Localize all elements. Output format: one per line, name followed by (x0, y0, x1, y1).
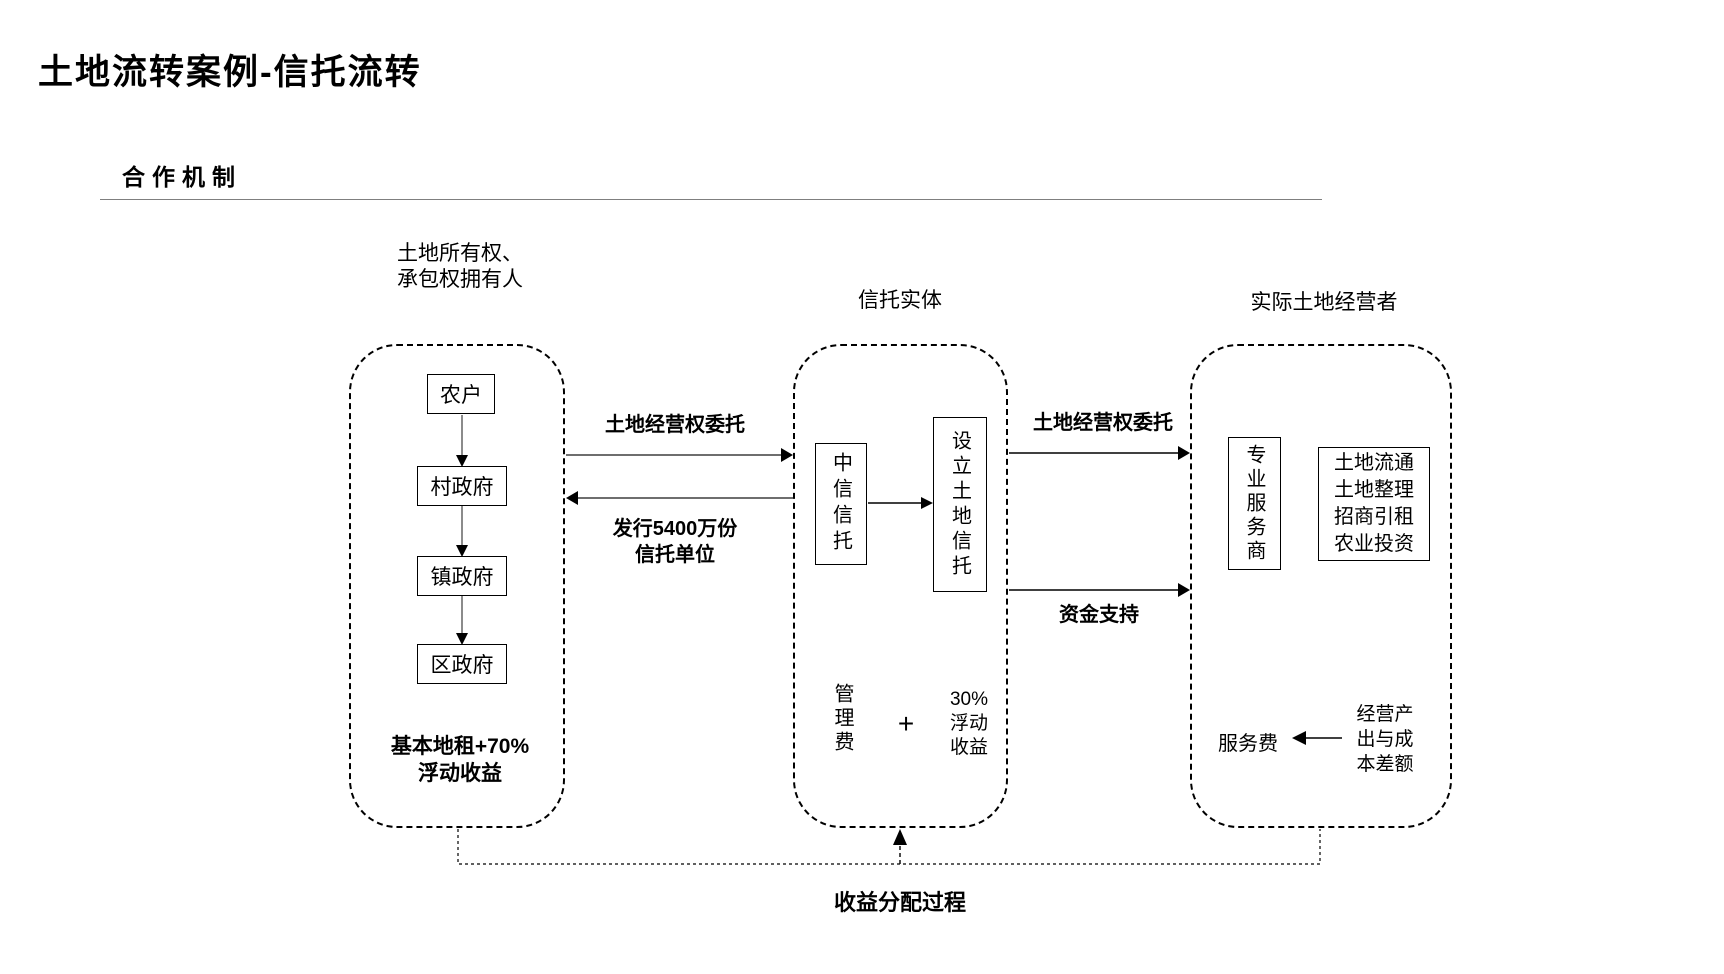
node-setup-land-trust-label: 设立土地信托 (948, 429, 971, 580)
service-item-investment-attraction: 招商引租 (1334, 506, 1414, 528)
service-fee-label: 服务费 (1218, 733, 1278, 755)
plus-sign: + (897, 708, 915, 739)
service-item-land-consolidation: 土地整理 (1334, 479, 1414, 501)
node-village-government: 村政府 (417, 466, 507, 506)
section-heading: 合作机制 (122, 164, 242, 190)
left-group-label-line1: 土地所有权、 (397, 242, 523, 265)
node-citic-trust-label: 中信信托 (829, 452, 852, 556)
node-service-list: 土地流通 土地整理 招商引租 农业投资 (1318, 447, 1430, 561)
arrow-distribution-up-to-middle (893, 829, 907, 864)
floating-income-share-line3: 收益 (949, 737, 988, 758)
node-district-government: 区政府 (417, 644, 507, 684)
floating-income-share-percent: 30% (949, 689, 989, 710)
arrow-middle-to-right-top (1009, 446, 1190, 460)
left-group-label: 土地所有权、 承包权拥有人 (330, 241, 590, 293)
middle-to-right-bottom-arrow-label: 资金支持 (1059, 604, 1139, 626)
node-professional-service-provider-label: 专业服务商 (1243, 443, 1265, 564)
left-income-note-line1: 基本地租+70% (390, 735, 530, 758)
diff-line3: 本差额 (1356, 754, 1414, 775)
left-group-label-line2: 承包权拥有人 (397, 268, 523, 291)
node-town-government: 镇政府 (417, 556, 507, 596)
service-item-agricultural-investment: 农业投资 (1334, 533, 1414, 555)
arrow-left-to-middle (566, 448, 793, 462)
service-item-land-circulation: 土地流通 (1334, 452, 1414, 474)
node-citic-trust: 中信信托 (815, 443, 867, 565)
diff-line1: 经营产 (1356, 704, 1414, 725)
page-title: 土地流转案例-信托流转 (38, 53, 422, 92)
left-income-note: 基本地租+70% 浮动收益 (340, 733, 580, 787)
node-setup-land-trust: 设立土地信托 (933, 417, 987, 592)
floating-income-share: 30% 浮动 收益 (938, 688, 1000, 760)
floating-income-share-line2: 浮动 (949, 713, 988, 734)
right-group-label: 实际土地经营者 (1250, 291, 1398, 314)
middle-to-left-arrow-label-line1: 发行5400万份 (612, 518, 738, 540)
arrow-middle-to-right-bottom (1009, 583, 1190, 597)
node-professional-service-provider: 专业服务商 (1228, 437, 1281, 570)
right-group-box (1190, 344, 1452, 828)
diff-line2: 出与成 (1356, 729, 1414, 750)
left-group-box (349, 344, 565, 828)
section-divider-line (100, 199, 1322, 200)
operating-output-cost-diff-label: 经营产 出与成 本差额 (1346, 702, 1424, 777)
middle-group-box (793, 344, 1008, 828)
arrow-middle-to-left (566, 491, 793, 505)
node-farmer: 农户 (427, 374, 495, 414)
income-distribution-dotted-line (457, 829, 1321, 865)
left-income-note-line2: 浮动收益 (418, 762, 502, 785)
income-distribution-process-label: 收益分配过程 (833, 890, 966, 915)
management-fee-label: 管理费 (831, 683, 853, 755)
middle-group-label: 信托实体 (858, 289, 942, 312)
left-to-middle-arrow-label: 土地经营权委托 (605, 414, 745, 436)
middle-to-left-arrow-label: 发行5400万份 信托单位 (585, 516, 765, 568)
middle-to-right-top-arrow-label: 土地经营权委托 (1033, 412, 1173, 434)
middle-to-left-arrow-label-line2: 信托单位 (635, 544, 715, 566)
